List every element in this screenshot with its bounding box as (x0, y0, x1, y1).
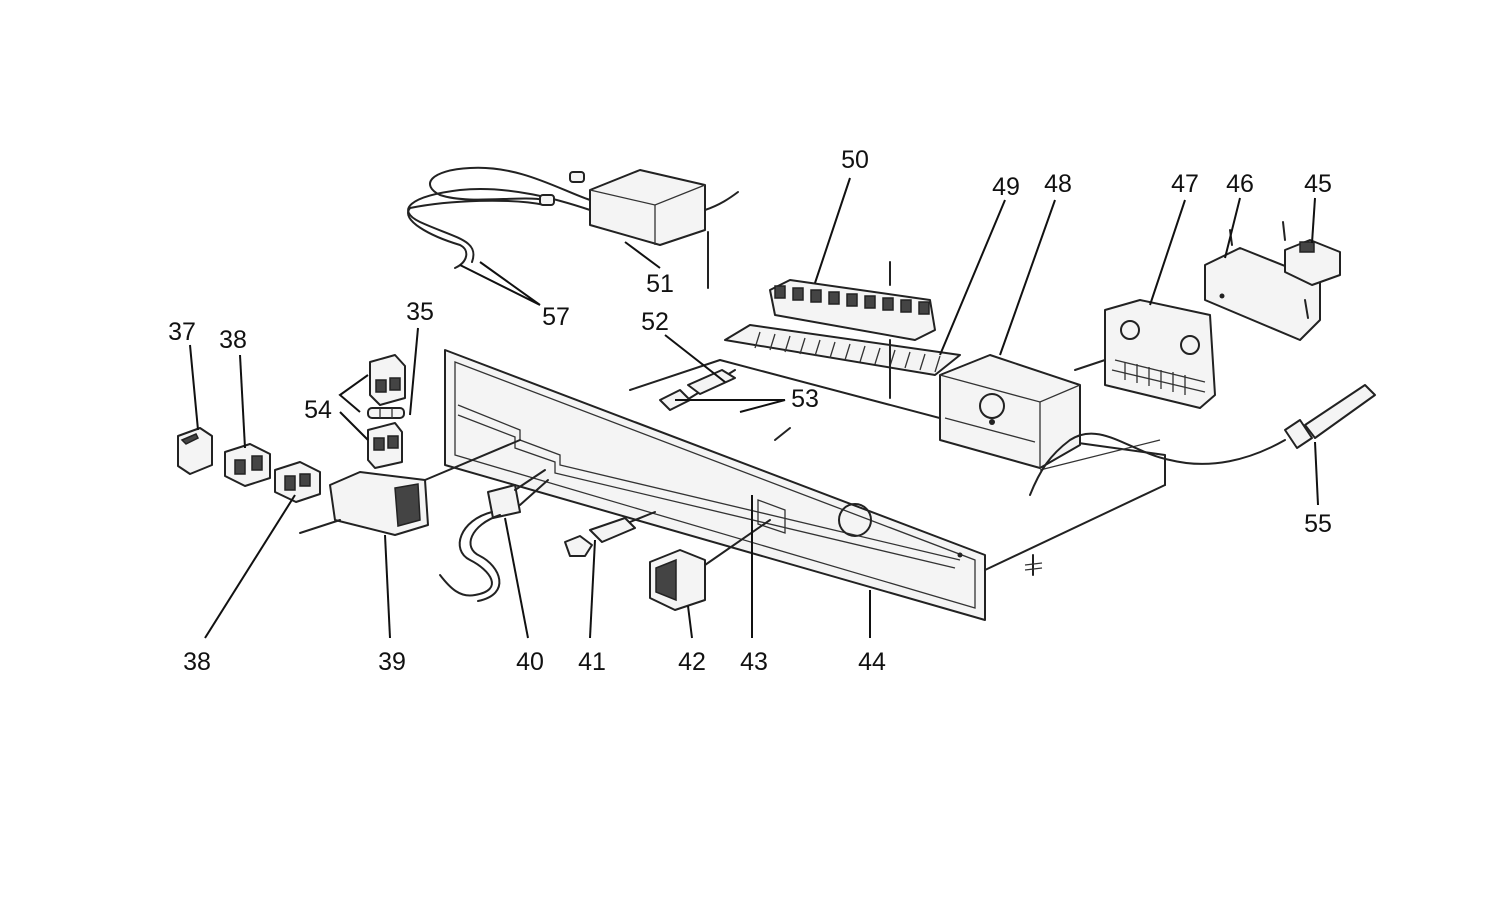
label-54: 54 (304, 396, 332, 424)
part-52-sensor (687, 369, 736, 395)
part-38-switch-block-upper (224, 443, 271, 487)
label-47: 47 (1171, 170, 1199, 198)
part-40-thermostat-knob (439, 469, 549, 602)
part-42-rocker-switch (649, 519, 771, 611)
part-41-push-button (564, 511, 656, 557)
label-42: 42 (678, 648, 706, 676)
part-55-temperature-probe (1024, 384, 1376, 576)
part-35-fuse (367, 407, 405, 419)
label-40: 40 (516, 648, 544, 676)
part-48-control-box (939, 354, 1081, 469)
label-41: 41 (578, 648, 606, 676)
label-51: 51 (646, 270, 674, 298)
part-39-switch-housing (299, 439, 521, 536)
part-50-connector-block (769, 261, 936, 341)
label-52: 52 (641, 308, 669, 336)
label-39: 39 (378, 648, 406, 676)
control-panel-frame (444, 349, 1166, 621)
label-35: 35 (406, 298, 434, 326)
label-46: 46 (1226, 170, 1254, 198)
label-38-lower: 38 (183, 648, 211, 676)
leader-lines (189, 177, 1319, 639)
label-37: 37 (168, 318, 196, 346)
part-45-relay (1284, 239, 1341, 286)
label-43: 43 (740, 648, 768, 676)
label-45: 45 (1304, 170, 1332, 198)
part-54-fuse-holder (367, 354, 406, 469)
label-50: 50 (841, 146, 869, 174)
label-48: 48 (1044, 170, 1072, 198)
part-38-switch-block-lower (274, 461, 321, 503)
part-37-knob-cap (177, 427, 213, 475)
part-51-igniter-unit (407, 166, 739, 289)
label-57: 57 (542, 303, 570, 331)
part-49-terminal-strip (724, 324, 961, 399)
label-49: 49 (992, 173, 1020, 201)
label-55: 55 (1304, 510, 1332, 538)
label-38-upper: 38 (219, 326, 247, 354)
part-labels: 37 38 38 35 54 39 40 41 42 43 44 45 46 4… (168, 146, 1332, 676)
label-53: 53 (791, 385, 819, 413)
part-47-control-board (1074, 299, 1216, 409)
label-44: 44 (858, 648, 886, 676)
